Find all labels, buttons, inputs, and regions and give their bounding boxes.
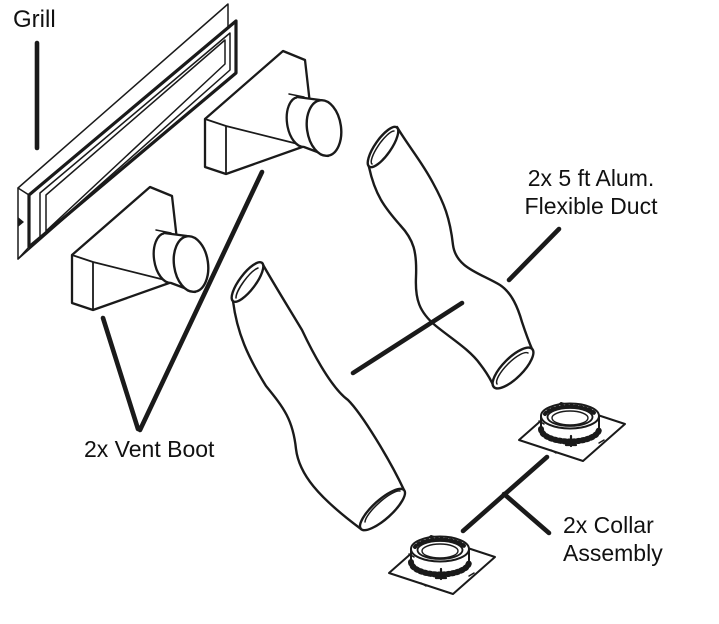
collar-assembly-label-line1: 2x Collar — [563, 512, 654, 538]
collar-assembly-upper — [519, 403, 625, 461]
flexible-duct-label: 2x 5 ft Alum. Flexible Duct — [499, 164, 683, 220]
duct-connector-line — [350, 300, 465, 376]
collar-assembly-label-line2: Assembly — [563, 540, 663, 566]
duct-label-leader — [506, 226, 562, 283]
flexible-duct-label-line2: Flexible Duct — [524, 193, 658, 219]
vent-boot-lower — [70, 185, 213, 312]
collar-assembly-label: 2x Collar Assembly — [563, 511, 663, 567]
grill-part — [17, 3, 238, 260]
vent-boot-leader-right — [137, 169, 265, 433]
vent-boot-leader-left — [100, 315, 141, 432]
grill-flange-notch — [18, 217, 24, 227]
flexible-duct-left — [230, 261, 407, 532]
flexible-duct-label-line1: 2x 5 ft Alum. — [527, 165, 655, 191]
grill-inner-panel-inner — [45, 39, 226, 232]
collar-label-leader — [501, 491, 552, 536]
vent-boot-label: 2x Vent Boot — [84, 436, 215, 462]
grill-inner-panel-outer — [39, 32, 231, 239]
grill-label: Grill — [13, 6, 56, 33]
grill-frame — [27, 19, 238, 249]
flexible-duct-right — [366, 125, 535, 390]
collar-assembly-lower — [389, 536, 495, 594]
